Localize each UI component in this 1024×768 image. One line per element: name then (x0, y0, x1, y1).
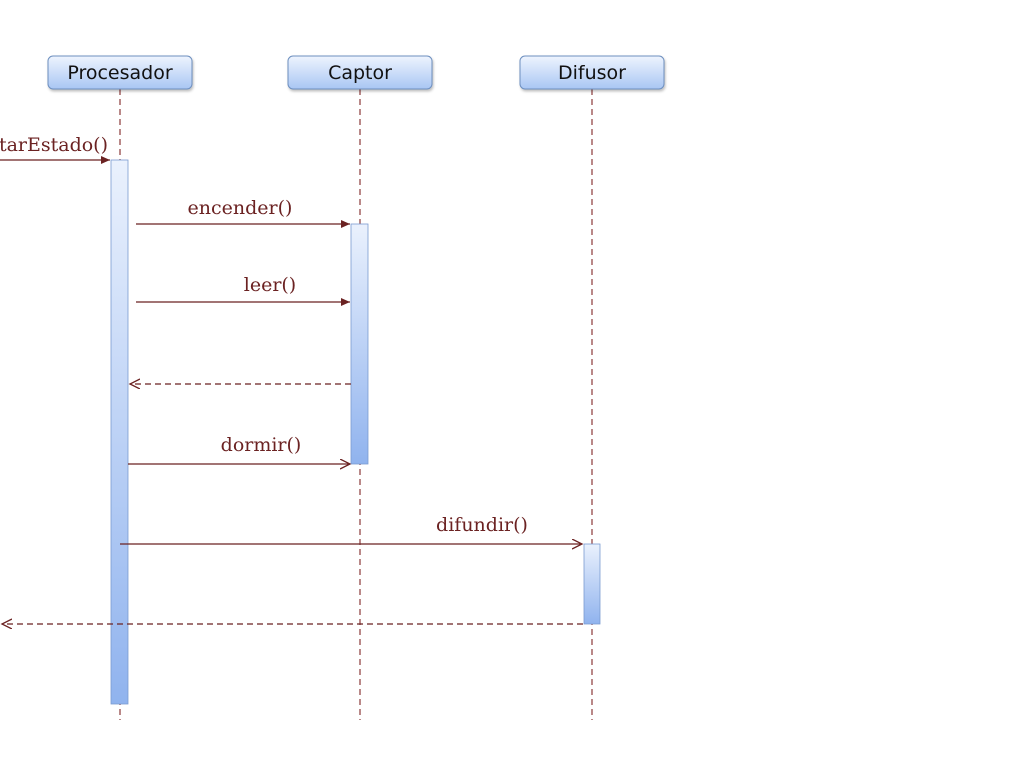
message-incoming: tarEstado() (0, 134, 110, 164)
message-leer: leer() (136, 274, 350, 306)
participant-procesador: Procesador (47, 55, 193, 90)
message-label: tarEstado() (0, 134, 108, 156)
message-label: encender() (188, 197, 293, 219)
participant-difusor: Difusor (519, 55, 665, 90)
activation-procesador (110, 159, 129, 705)
message-dormir: dormir() (128, 434, 350, 464)
participant-label: Difusor (558, 62, 626, 84)
activation-captor (350, 223, 369, 465)
participant-label: Procesador (67, 62, 173, 84)
message-label: dormir() (221, 434, 302, 456)
message-label: difundir() (436, 514, 528, 536)
activation-difusor (583, 543, 601, 625)
message-label: leer() (244, 274, 296, 296)
message-difundir: difundir() (120, 514, 582, 544)
participant-label: Captor (328, 62, 392, 84)
message-encender: encender() (136, 197, 350, 228)
participant-captor: Captor (287, 55, 433, 90)
